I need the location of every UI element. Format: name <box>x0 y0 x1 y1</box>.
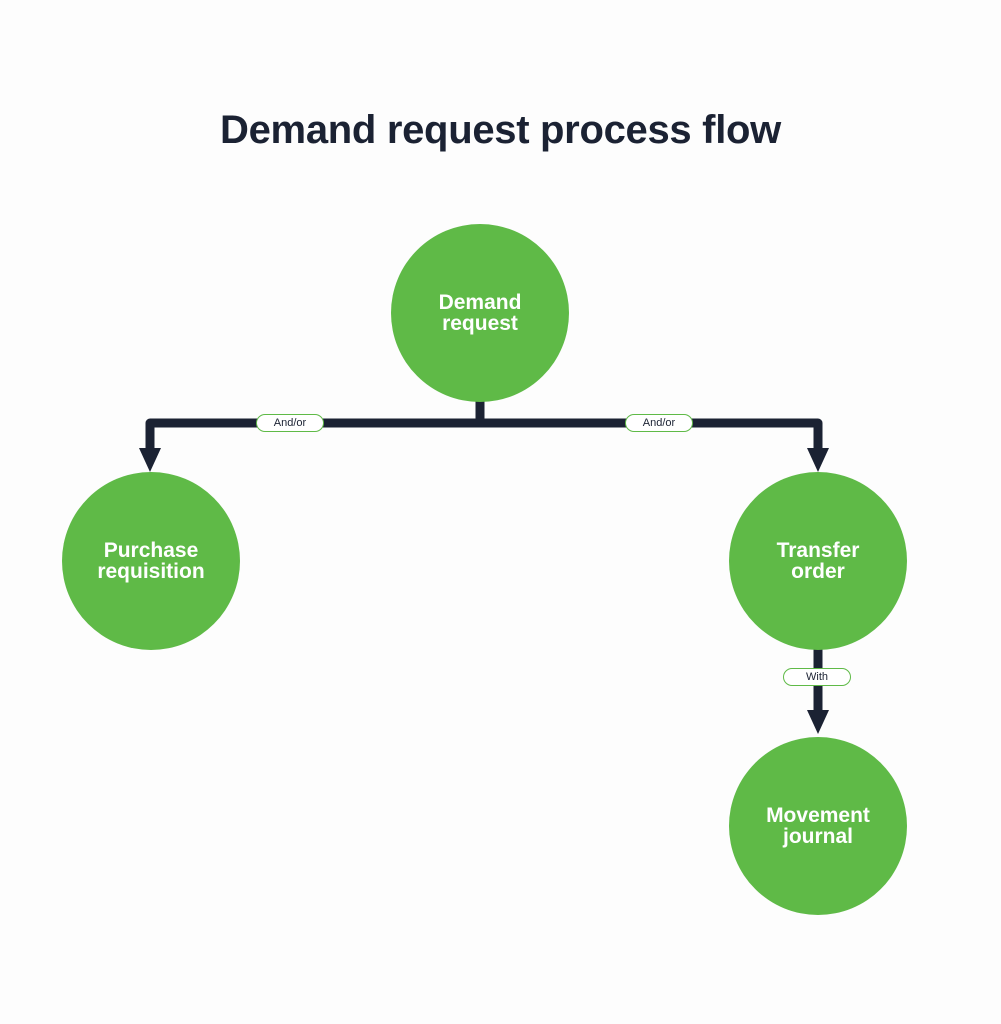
edge-label-left: And/or <box>256 414 324 432</box>
node-demand-request: Demand request <box>391 224 569 402</box>
arrowhead-down <box>807 710 829 734</box>
node-label: Purchase requisition <box>97 539 205 583</box>
connector-right <box>480 418 823 452</box>
node-purchase-requisition: Purchase requisition <box>62 472 240 650</box>
edge-label-right: And/or <box>625 414 693 432</box>
edge-label-down: With <box>783 668 851 686</box>
arrowhead-left <box>139 448 161 472</box>
node-label: Movement journal <box>766 804 870 848</box>
node-label: Demand request <box>438 291 522 335</box>
arrowhead-right <box>807 448 829 472</box>
connector-left <box>145 418 480 452</box>
node-label: Transfer order <box>776 539 860 583</box>
diagram-title: Demand request process flow <box>220 108 781 152</box>
node-movement-journal: Movement journal <box>729 737 907 915</box>
node-transfer-order: Transfer order <box>729 472 907 650</box>
